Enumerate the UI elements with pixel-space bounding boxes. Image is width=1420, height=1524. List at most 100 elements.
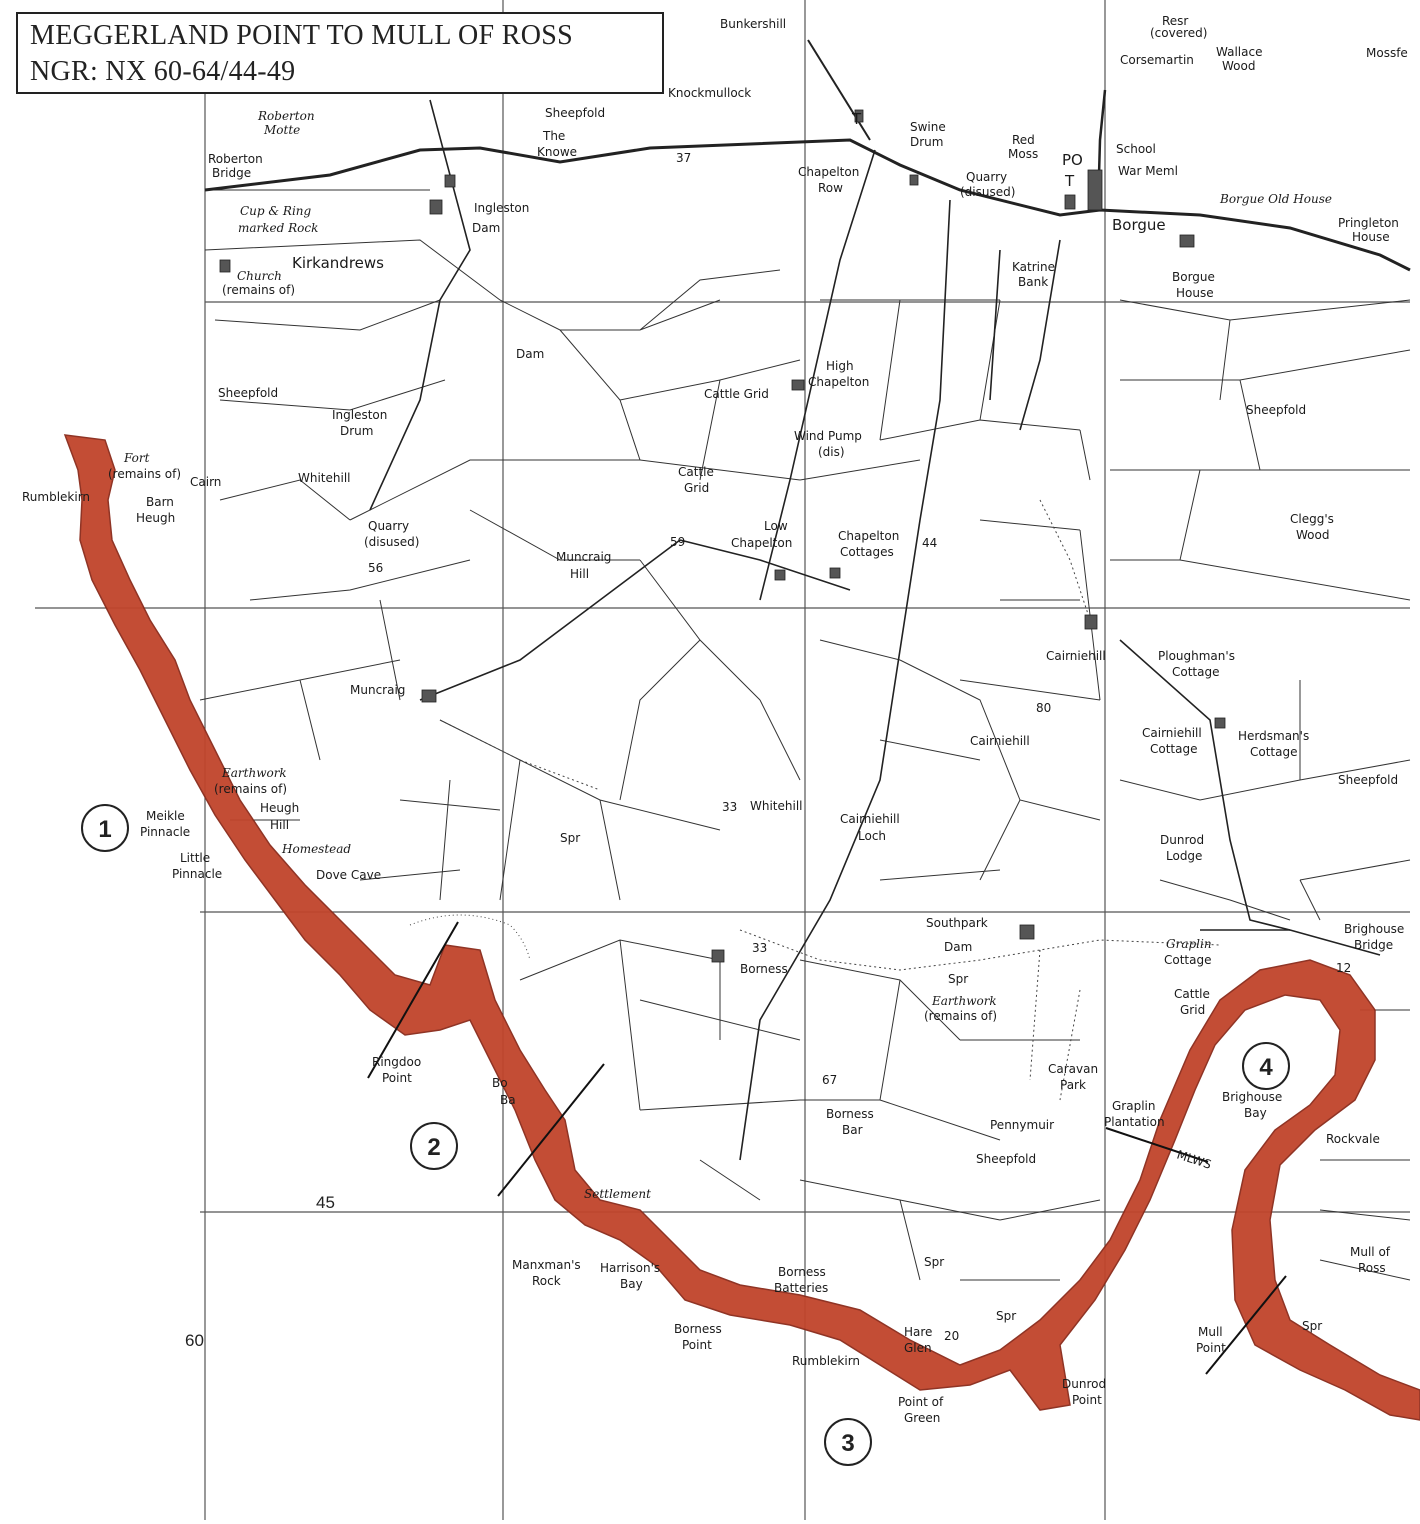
section-marker-3: 3	[824, 1418, 872, 1466]
field-boundaries	[199, 189, 1411, 1281]
label-cottage-p: Cottage	[1172, 665, 1219, 679]
label-cattle-grid: Cattle Grid	[704, 387, 769, 401]
label-12: 12	[1336, 961, 1351, 975]
label-earthwork-2: Earthwork	[931, 994, 997, 1008]
label-row: Row	[818, 181, 843, 195]
label-pringleton: Pringleton	[1338, 216, 1399, 230]
label-high: High	[826, 359, 854, 373]
grid-label-northing: 45	[316, 1193, 335, 1212]
map-title: MEGGERLAND POINT TO MULL OF ROSS	[30, 20, 573, 51]
label-rumblekirn-2: Rumblekirn	[792, 1354, 860, 1368]
label-plantation: Plantation	[1104, 1115, 1165, 1129]
label-southpark: Southpark	[926, 916, 988, 930]
label-sheepfold-4: Sheepfold	[1338, 773, 1398, 787]
label-earthwork: Earthwork	[221, 766, 287, 780]
label-remains-of: (remains of)	[222, 283, 295, 297]
label-cairniehill: Cairniehill	[1046, 649, 1106, 663]
label-drum: Drum	[910, 135, 943, 149]
label-low: Low	[764, 519, 788, 533]
label-rockvale: Rockvale	[1326, 1132, 1380, 1146]
label-mull: Mull	[1198, 1325, 1223, 1339]
label-hill: Hill	[570, 567, 589, 581]
label-cairniehill-c: Cairniehill	[1142, 726, 1202, 740]
label-dove-cave: Dove Cave	[316, 868, 381, 882]
label-heugh: Heugh	[136, 511, 175, 525]
label-corsemartin: Corsemartin	[1120, 53, 1194, 67]
label-33: 33	[722, 800, 737, 814]
label-church: Church	[237, 269, 282, 283]
label-spr-1: Spr	[560, 831, 580, 845]
label-sheepfold-3: Sheepfold	[1246, 403, 1306, 417]
label-dam-s: Dam	[944, 940, 972, 954]
label-house: House	[1352, 230, 1390, 244]
section-marker-2: 2	[410, 1122, 458, 1170]
svg-text:4: 4	[1259, 1054, 1273, 1081]
label-spr-2: Spr	[948, 972, 968, 986]
label-dunrod: Dunrod	[1160, 833, 1204, 847]
map-grid-reference: NGR: NX 60-64/44-49	[30, 56, 296, 87]
label-disused: (disused)	[960, 185, 1015, 199]
label-cup-ring: Cup & Ring	[240, 204, 312, 218]
label-borgue: Borgue	[1112, 216, 1166, 234]
label-moss: Moss	[1008, 147, 1038, 161]
label-bunkershill: Bunkershill	[720, 17, 786, 31]
label-fort: Fort	[123, 451, 150, 465]
grid-label-easting: 60	[185, 1331, 204, 1350]
label-quarry: Quarry	[966, 170, 1007, 184]
label-bridge-b: Bridge	[1354, 938, 1393, 952]
label-robertson: Roberton	[257, 109, 315, 123]
label-cairniehill-l: Cairniehill	[840, 812, 900, 826]
label-80: 80	[1036, 701, 1051, 715]
label-bay-h: Bay	[620, 1277, 643, 1291]
label-cleggs: Clegg's	[1290, 512, 1334, 526]
label-cottage-g: Cottage	[1164, 953, 1211, 967]
label-borgue-h: Borgue	[1172, 270, 1215, 284]
label-graplin: Graplin	[1166, 937, 1212, 951]
label-remains-of-e: (remains of)	[214, 782, 287, 796]
label-cottage-c: Cottage	[1150, 742, 1197, 756]
label-batteries: Batteries	[774, 1281, 828, 1295]
label-park: Park	[1060, 1078, 1086, 1092]
label-37: 37	[676, 151, 691, 165]
label-bank: Bank	[1018, 275, 1048, 289]
label-59: 59	[670, 535, 685, 549]
label-homestead: Homestead	[281, 842, 351, 856]
label-67: 67	[822, 1073, 837, 1087]
label-motte: Motte	[263, 123, 300, 137]
label-20: 20	[944, 1329, 959, 1343]
label-marked-rock: marked Rock	[238, 221, 318, 235]
label-chapelton: Chapelton	[798, 165, 859, 179]
label-war-meml: War Meml	[1118, 164, 1178, 178]
label-sheepfold-5: Sheepfold	[976, 1152, 1036, 1166]
buildings	[219, 109, 1226, 963]
label-drum-d: Drum	[340, 424, 373, 438]
label-remains-of-e2: (remains of)	[924, 1009, 997, 1023]
label-caravan: Caravan	[1048, 1062, 1098, 1076]
label-sheepfold: Sheepfold	[545, 106, 605, 120]
label-borness-bay-a: Bo	[492, 1076, 508, 1090]
label-the: The	[542, 129, 565, 143]
label-dunrod-p: Dunrod	[1062, 1377, 1106, 1391]
label-brighouse-bay: Brighouse	[1222, 1090, 1282, 1104]
label-spr-4: Spr	[996, 1309, 1016, 1323]
label-wind-pump: Wind Pump	[794, 429, 862, 443]
section-marker-4: 4	[1242, 1042, 1290, 1090]
label-wood: Wood	[1222, 59, 1255, 73]
label-barn: Barn	[146, 495, 174, 509]
label-heugh-h: Heugh	[260, 801, 299, 815]
label-ploughmans: Ploughman's	[1158, 649, 1235, 663]
label-borness-bay-b: Ba	[500, 1093, 516, 1107]
label-muncraig: Muncraig	[556, 550, 611, 564]
label-swine: Swine	[910, 120, 946, 134]
label-bay: Bay	[1244, 1106, 1267, 1120]
cliff-hachures	[409, 914, 531, 961]
label-whitehill-1: Whitehill	[298, 471, 351, 485]
label-loch: Loch	[858, 829, 886, 843]
label-33b: 33	[752, 941, 767, 955]
label-mull-of: Mull of	[1350, 1245, 1391, 1259]
label-ingleston: Ingleston	[474, 201, 529, 215]
label-point-m: Point	[1196, 1341, 1226, 1355]
label-borness: Borness	[740, 962, 788, 976]
label-wood-c: Wood	[1296, 528, 1329, 542]
label-settlement: Settlement	[584, 1187, 651, 1201]
